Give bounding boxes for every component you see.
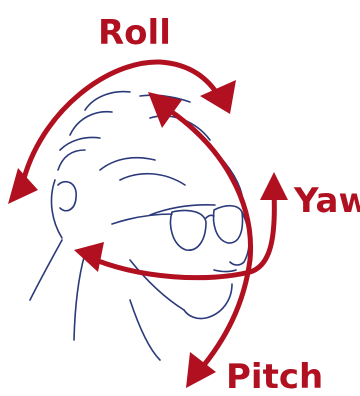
neck-front bbox=[74, 250, 86, 340]
head-sketch bbox=[30, 92, 249, 360]
hair-stroke bbox=[70, 112, 112, 135]
ear bbox=[58, 182, 76, 211]
hair-stroke bbox=[85, 92, 130, 110]
yaw-arrowhead-left bbox=[74, 242, 104, 272]
glasses-arm bbox=[112, 214, 172, 224]
yaw-arrowhead-right bbox=[260, 172, 288, 200]
hair-stroke bbox=[60, 138, 100, 151]
roll-arrow bbox=[8, 62, 236, 204]
jaw bbox=[130, 260, 184, 310]
yaw-arrow bbox=[74, 172, 288, 278]
hair-stroke bbox=[100, 158, 155, 170]
glasses-lens-left bbox=[171, 210, 206, 250]
pitch-arrowhead-top bbox=[148, 92, 182, 128]
mouth bbox=[214, 270, 236, 272]
collar bbox=[130, 300, 160, 360]
hair-stroke bbox=[58, 150, 85, 170]
chin bbox=[184, 284, 232, 319]
roll-arrowhead-right bbox=[200, 80, 236, 114]
pitch-arrow bbox=[148, 92, 251, 388]
glasses-lens-right bbox=[214, 206, 243, 243]
roll-label: Roll bbox=[98, 13, 171, 53]
yaw-label: Yaw bbox=[293, 181, 360, 221]
neck-back bbox=[30, 240, 62, 300]
hair-stroke bbox=[120, 174, 185, 185]
pitch-label: Pitch bbox=[226, 357, 323, 396]
